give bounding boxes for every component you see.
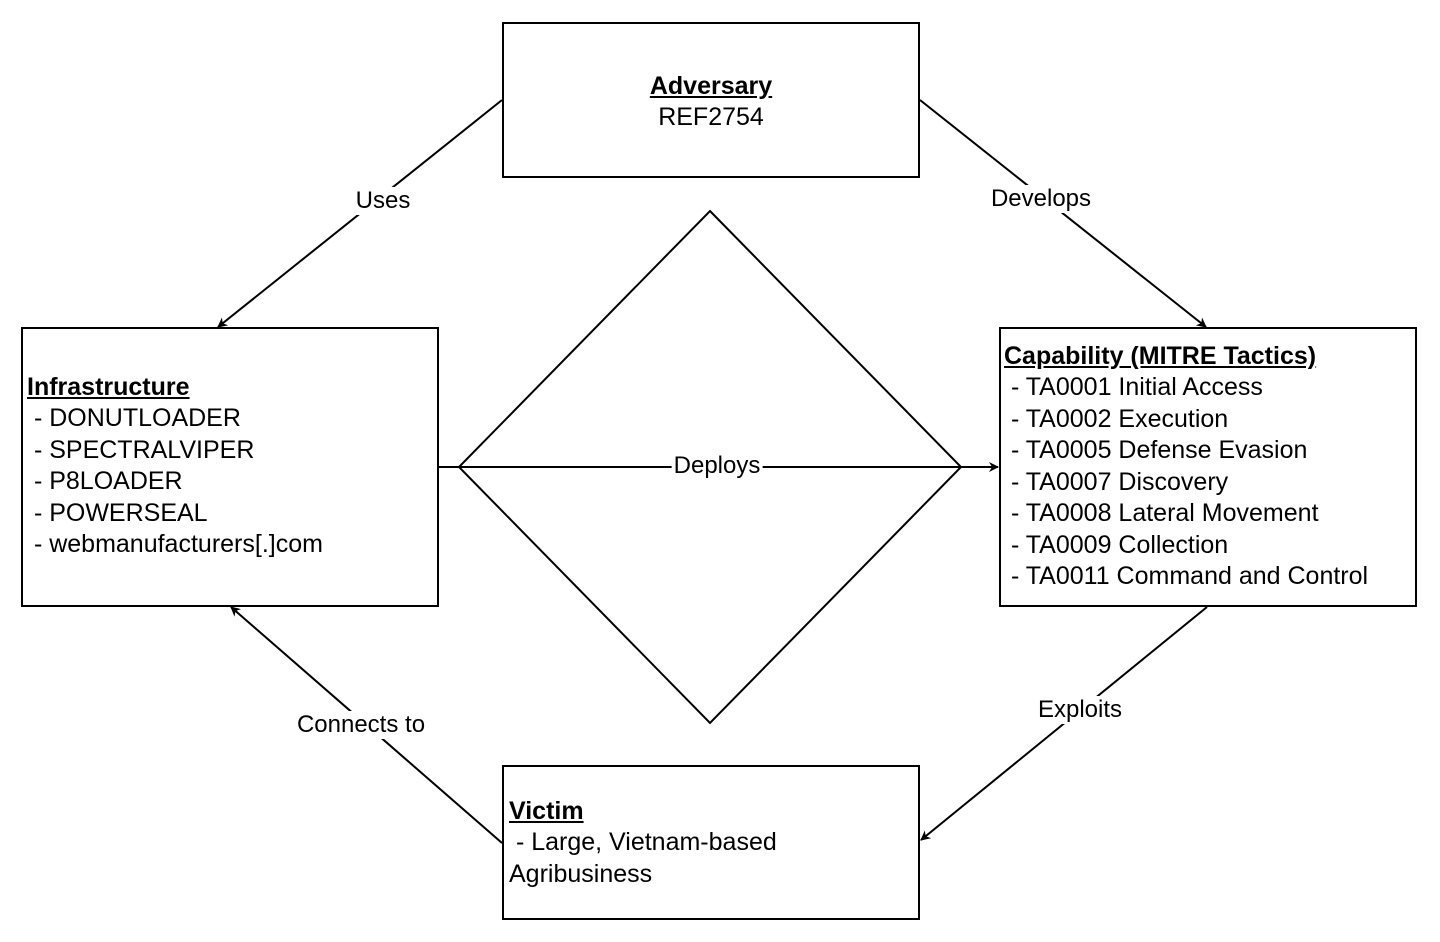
infrastructure-node: Infrastructure - DONUTLOADER - SPECTRALV… [21,327,439,607]
adversary-title: Adversary [649,72,773,100]
infrastructure-item: - DONUTLOADER [27,404,241,432]
capability-item: - TA0009 Collection [1004,530,1229,559]
capability-node: Capability (MITRE Tactics) - TA0001 Init… [999,327,1417,607]
capability-item: - TA0007 Discovery [1004,467,1229,496]
victim-node: Victim - Large, Vietnam-based Agribusine… [502,765,920,920]
develops-arrow [919,99,1207,328]
connects-to-edge-label: Connects to [294,711,428,739]
adversary-line: REF2754 [658,103,764,131]
victim-line: Agribusiness [509,859,653,888]
uses-edge-label: Uses [353,187,413,215]
victim-line: - Large, Vietnam-based [509,828,777,856]
capability-item: - TA0002 Execution [1004,404,1229,433]
infrastructure-item: - SPECTRALVIPER [27,435,255,464]
capability-item: - TA0005 Defense Evasion [1004,436,1308,464]
infrastructure-item: - webmanufacturers[.]com [27,530,323,558]
capability-item: - TA0011 Command and Control [1004,562,1369,590]
infrastructure-title: Infrastructure [27,373,190,401]
capability-item: - TA0001 Initial Access [1004,373,1263,401]
infrastructure-item: - POWERSEAL [27,498,208,527]
adversary-node: Adversary REF2754 [502,22,920,178]
center-diamond [457,209,963,725]
develops-edge-label: Develops [988,185,1094,213]
capability-item: - TA0008 Lateral Movement [1004,499,1319,527]
deploys-edge-label: Deploys [671,452,763,480]
capability-title: Capability (MITRE Tactics) [1004,342,1317,370]
infrastructure-item: - P8LOADER [27,467,183,495]
exploits-edge-label: Exploits [1035,696,1125,724]
victim-title: Victim [509,797,584,825]
